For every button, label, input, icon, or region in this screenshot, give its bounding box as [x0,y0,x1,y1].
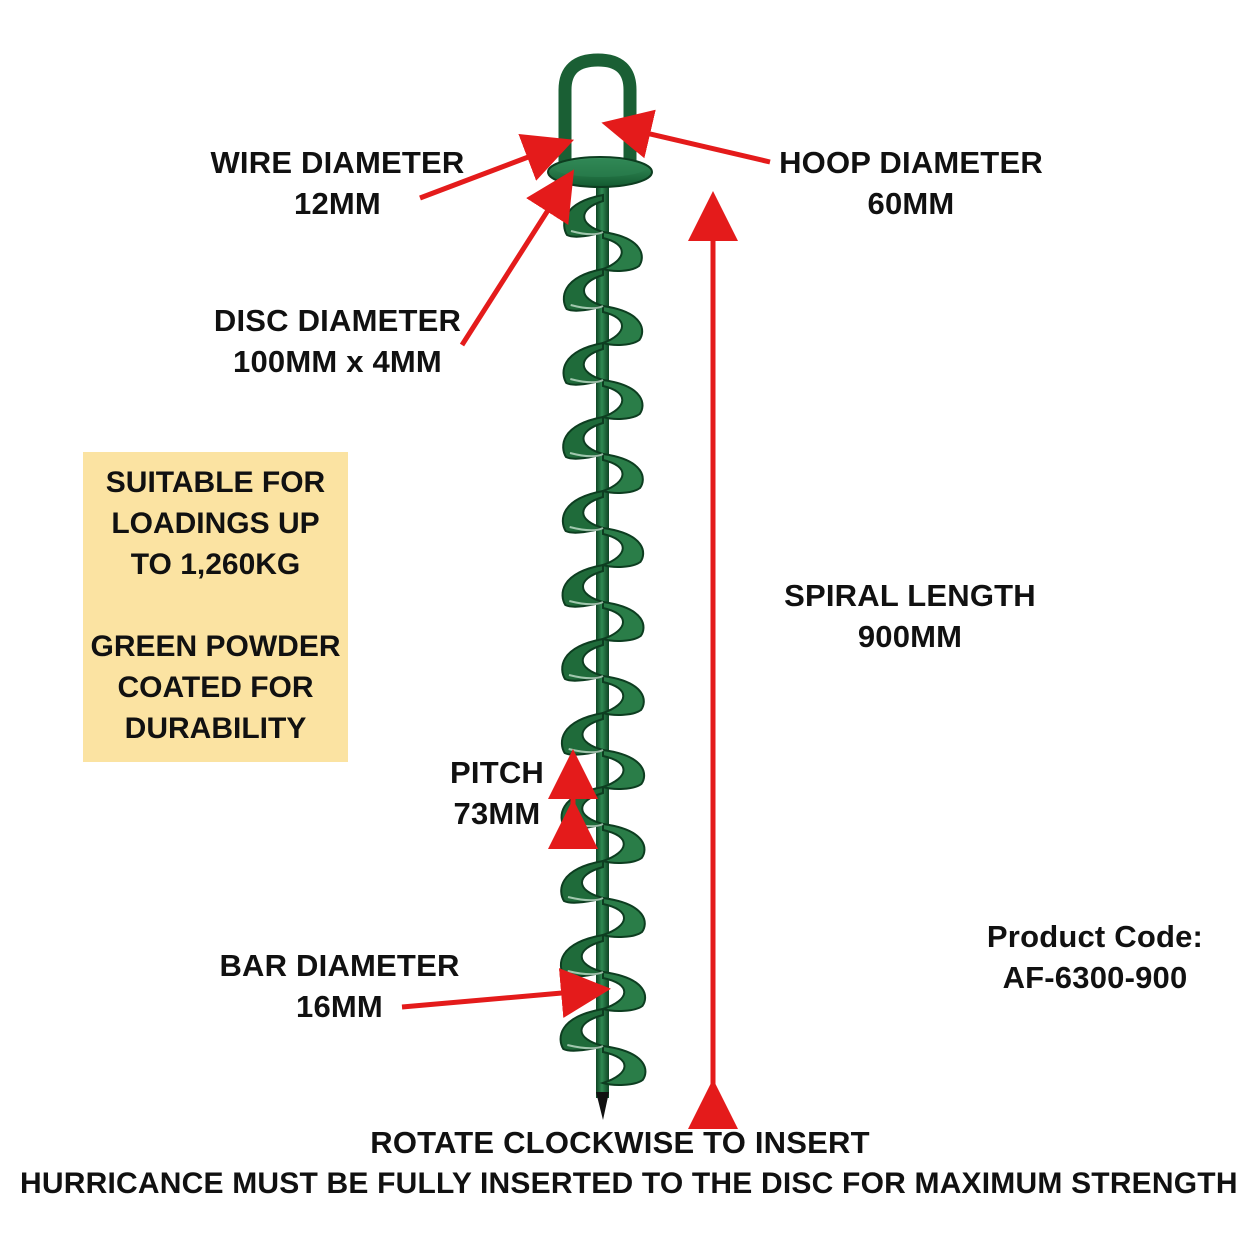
spiral-flight-right [599,452,644,494]
spiral-flight-left [559,1007,607,1052]
wire-diameter-arrow [419,134,575,201]
bar-diameter-title: BAR DIAMETER [219,948,460,983]
spiral-flight-left [560,859,607,904]
disc-diameter-label: DISC DIAMETER 100MM x 4MM [210,300,465,382]
spiral-flight-right [599,378,644,420]
bar-diameter-value: 16MM [296,989,383,1024]
spiral-highlight [569,600,604,606]
spiral-highlight [570,230,604,236]
bar-diameter-label: BAR DIAMETER 16MM [212,945,467,1027]
note-line: GREEN POWDER [90,630,341,663]
spiral-length-value: 900MM [857,619,963,654]
note-line: DURABILITY [124,712,307,745]
spiral-highlight [567,896,604,902]
product-code-label: Product Code: AF-6300-900 [975,916,1215,998]
spiral-flight-left [562,415,607,460]
spiral-highlight [569,526,604,532]
hoop-diameter-arrow [601,109,771,165]
hoop [558,53,637,175]
spiral-highlight [569,452,604,458]
ground-anchor [547,53,653,1120]
note-line [83,585,348,626]
spiral-flight-right [599,526,645,568]
footer-line-2: HURRICANCE MUST BE FULLY INSERTED TO THE… [20,1167,1238,1200]
pitch-title: PITCH [450,755,544,790]
disc-diameter-value: 100MM x 4MM [233,344,442,379]
note-line: SUITABLE FOR [105,466,326,499]
spiral-flight-right [599,600,645,642]
spiral-length-label: SPIRAL LENGTH 900MM [780,575,1040,657]
spiral-flight-right [599,1044,647,1086]
spiral-highlight [570,304,604,310]
spiral-flight-right [599,230,643,272]
wire-diameter-title: WIRE DIAMETER [210,145,465,180]
spiral-flight-right [599,748,646,790]
spiral-highlight [570,378,604,384]
footer-line-1: ROTATE CLOCKWISE TO INSERT [370,1125,870,1160]
spiral-highlight [567,1044,604,1050]
spiral-highlight [568,674,604,680]
product-code-value: AF-6300-900 [1002,960,1188,995]
features-note-box: SUITABLE FOR LOADINGS UP TO 1,260KG GREE… [83,452,348,762]
anchor-tip [596,1092,609,1120]
spiral-flight-left [561,637,607,682]
product-code-title: Product Code: [986,919,1204,954]
pitch-value: 73MM [453,796,541,831]
hoop-diameter-label: HOOP DIAMETER 60MM [775,142,1047,224]
disc-diameter-title: DISC DIAMETER [213,303,462,338]
note-line: LOADINGS UP [111,507,320,540]
footer-instruction: ROTATE CLOCKWISE TO INSERT HURRICANCE MU… [20,1122,1238,1204]
note-line: COATED FOR [117,671,314,704]
spiral-flight-right [599,674,645,716]
spiral-flight-left [562,341,607,386]
bar-diameter-arrow [401,968,611,1018]
spiral-flight-right [599,896,646,938]
hoop-diameter-value: 60MM [867,186,955,221]
pitch-label: PITCH 73MM [437,752,557,834]
spiral-flight-right [599,970,647,1012]
disc-diameter-arrow [459,169,575,347]
spiral-flight-right [599,822,646,864]
spiral-flight-left [561,489,607,534]
hoop-diameter-title: HOOP DIAMETER [779,145,1043,180]
spiral-flight-right [599,304,644,346]
note-line: TO 1,260KG [130,548,301,581]
dimension-arrows [401,109,771,1129]
spiral-flight-left [561,563,607,608]
wire-diameter-label: WIRE DIAMETER 12MM [205,142,470,224]
spiral-flight-left [562,267,607,312]
spiral-length-title: SPIRAL LENGTH [784,578,1036,613]
wire-diameter-value: 12MM [294,186,381,221]
